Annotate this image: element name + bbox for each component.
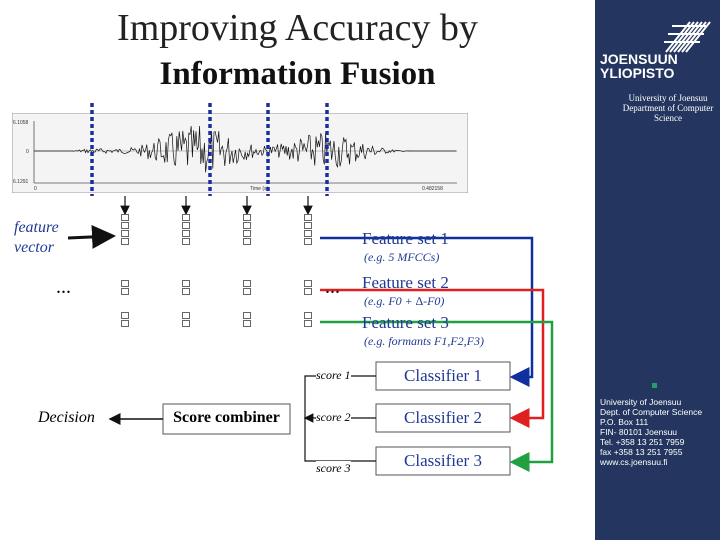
score-2-label: score 2 xyxy=(316,410,351,425)
feature-set-2-cell-3 xyxy=(243,280,251,296)
logo-line-2: YLIOPISTO xyxy=(600,65,675,81)
title-line-2: Information Fusion xyxy=(159,56,436,92)
contact-line-7: www.cs.joensuu.fi xyxy=(600,457,668,467)
contact-line-5: Tel. +358 13 251 7959 xyxy=(600,437,685,447)
feature-vector-4 xyxy=(304,214,312,246)
route-set-2 xyxy=(320,288,545,428)
waveform-x-label: Time (s) xyxy=(250,186,268,192)
score-combiner-label: Score combiner xyxy=(173,409,280,426)
feature-set-2-cell-4 xyxy=(304,280,312,296)
route-set-3 xyxy=(320,320,554,472)
feature-set-1-example: (e.g. 5 MFCCs) xyxy=(364,250,440,264)
waveform-y-top: 6.1058 xyxy=(13,120,29,126)
waveform-y-mid: 0 xyxy=(26,149,29,155)
speech-waveform: 6.1058 0 6.1291 0 Time (s) 0.482158 xyxy=(12,113,468,193)
feature-set-1-label: Feature set 1 xyxy=(362,229,449,248)
title-line-1: Improving Accuracy by xyxy=(117,7,478,49)
feature-set-2-cell-2 xyxy=(182,280,190,296)
contact-line-1: University of Joensuu xyxy=(600,397,682,407)
sidebar xyxy=(595,0,720,540)
score-3-label: score 3 xyxy=(316,461,351,476)
logo-line-1: JOENSUUN xyxy=(600,51,678,67)
score-combiner-box xyxy=(162,403,291,435)
contact-info: University of Joensuu Dept. of Computer … xyxy=(600,397,720,467)
feature-vector-arrow xyxy=(67,224,116,249)
feature-set-2-label: Feature set 2 xyxy=(362,273,449,292)
waveform-x-start: 0 xyxy=(34,186,37,192)
classifier-3-label: Classifier 3 xyxy=(404,451,482,470)
feature-vector-2 xyxy=(182,214,190,246)
feature-set-3-label: Feature set 3 xyxy=(362,313,449,332)
logo-text: JOENSUUN YLIOPISTO xyxy=(600,52,678,80)
frame-markers xyxy=(90,103,329,196)
feature-set-3-cell-3 xyxy=(243,312,251,328)
feature-set-2-cell-1 xyxy=(121,280,129,296)
feature-set-3-cell-4 xyxy=(304,312,312,328)
route-set-1 xyxy=(320,236,534,387)
feature-vector-label: feature vector xyxy=(14,218,59,258)
contact-line-6: fax +358 13 251 7955 xyxy=(600,447,683,457)
classifier-1-box xyxy=(375,361,511,391)
waveform-x-end: 0.482158 xyxy=(422,186,443,192)
classifier-1-label: Classifier 1 xyxy=(404,366,482,385)
ellipsis-right: ... xyxy=(325,276,340,298)
decision-label: Decision xyxy=(38,409,95,426)
feature-vector-label-line-1: feature xyxy=(14,219,59,236)
university-logo-icon xyxy=(664,21,711,53)
classifier-2-box xyxy=(375,403,511,433)
feature-set-3-cell-1 xyxy=(121,312,129,328)
contact-line-3: P.O. Box 111 xyxy=(600,417,649,427)
department-label: University of Joensuu Department of Comp… xyxy=(618,93,718,123)
contact-line-2: Dept. of Computer Science xyxy=(600,407,703,417)
waveform-signal xyxy=(34,125,457,173)
ellipsis-left: ... xyxy=(56,276,71,298)
bullet-marker xyxy=(652,383,657,388)
contact-line-4: FIN- 80101 Joensuu xyxy=(600,427,678,437)
frame-arrows xyxy=(120,196,313,216)
department-line-2: Department of Computer Science xyxy=(622,103,714,123)
feature-set-3-cell-2 xyxy=(182,312,190,328)
classifier-2-label: Classifier 2 xyxy=(404,408,482,427)
department-line-1: University of Joensuu xyxy=(628,93,708,103)
feature-vector-1 xyxy=(121,214,129,246)
score-1-label: score 1 xyxy=(316,368,351,383)
feature-vector-3 xyxy=(243,214,251,246)
waveform-y-bot: 6.1291 xyxy=(13,179,29,185)
feature-vector-label-line-2: vector xyxy=(14,239,54,256)
feature-set-3-example: (e.g. formants F1,F2,F3) xyxy=(364,334,484,348)
feature-set-2-example: (e.g. F0 + ∆-F0) xyxy=(364,294,445,308)
